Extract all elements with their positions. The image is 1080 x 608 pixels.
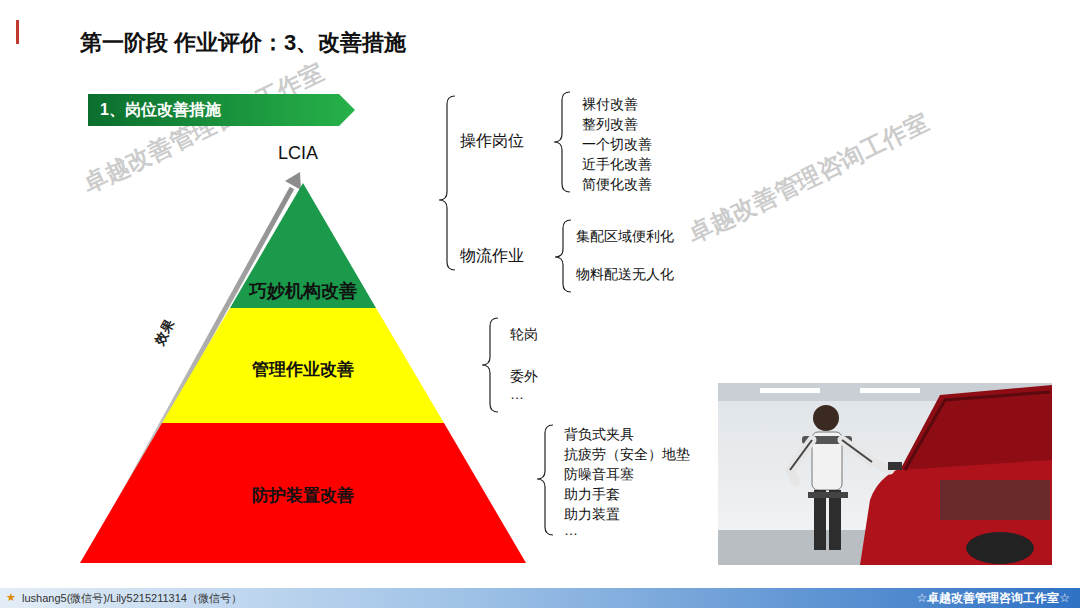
brace bbox=[439, 96, 455, 270]
list-label: 委外 bbox=[510, 368, 538, 385]
title-marker bbox=[16, 20, 19, 44]
effect-arrowhead bbox=[285, 172, 301, 190]
list-label: 近手化改善 bbox=[582, 156, 652, 173]
footer-brand: ☆卓越改善管理咨询工作室☆ bbox=[916, 590, 1070, 606]
footer-contact: lushang5(微信号)/Lily5215211314（微信号） bbox=[22, 591, 242, 605]
page-title: 第一阶段 作业评价：3、改善措施 bbox=[80, 28, 406, 58]
banner-text: 1、岗位改善措施 bbox=[88, 94, 221, 126]
list-label: LCIA bbox=[278, 143, 318, 165]
list-label: 效果 bbox=[151, 317, 177, 347]
brace bbox=[482, 318, 498, 412]
footer-star: ★ bbox=[6, 591, 16, 604]
list-label: 轮岗 bbox=[510, 326, 538, 343]
list-label: 整列改善 bbox=[582, 116, 638, 133]
list-label: 操作岗位 bbox=[460, 131, 524, 150]
pyramid-band: 防护装置改善 bbox=[80, 423, 526, 563]
list-label: 防噪音耳塞 bbox=[564, 466, 634, 483]
list-label: 集配区域便利化 bbox=[576, 228, 674, 245]
pyramid-band: 巧妙机构改善 bbox=[230, 183, 376, 308]
footer-bar: lushang5(微信号)/Lily5215211314（微信号） ☆卓越改善管理… bbox=[0, 588, 1080, 608]
section-banner: 1、岗位改善措施 bbox=[88, 94, 355, 126]
list-label: 一个切改善 bbox=[582, 136, 652, 153]
brace bbox=[554, 92, 570, 192]
list-label: … bbox=[510, 386, 524, 403]
brace bbox=[537, 425, 553, 535]
watermark: 卓越改善管理咨询工作室 bbox=[684, 108, 934, 250]
list-label: 助力手套 bbox=[564, 486, 620, 503]
list-label: 助力装置 bbox=[564, 506, 620, 523]
band-text: 管理作业改善 bbox=[162, 360, 444, 380]
band-text: 巧妙机构改善 bbox=[230, 281, 376, 302]
list-label: 背负式夹具 bbox=[564, 426, 634, 443]
list-label: 抗疲劳（安全）地垫 bbox=[564, 446, 690, 463]
list-label: 物流作业 bbox=[460, 246, 524, 265]
band-fill bbox=[230, 183, 376, 308]
brace bbox=[555, 220, 571, 292]
exoskeleton-photo bbox=[718, 383, 1052, 565]
band-fill bbox=[162, 308, 444, 423]
list-label: 简便化改善 bbox=[582, 176, 652, 193]
list-label: 裸付改善 bbox=[582, 96, 638, 113]
list-label: … bbox=[564, 522, 578, 539]
band-fill bbox=[80, 423, 526, 563]
list-label: 物料配送无人化 bbox=[576, 266, 674, 283]
pyramid-band: 管理作业改善 bbox=[162, 308, 444, 423]
band-text: 防护装置改善 bbox=[80, 486, 526, 506]
